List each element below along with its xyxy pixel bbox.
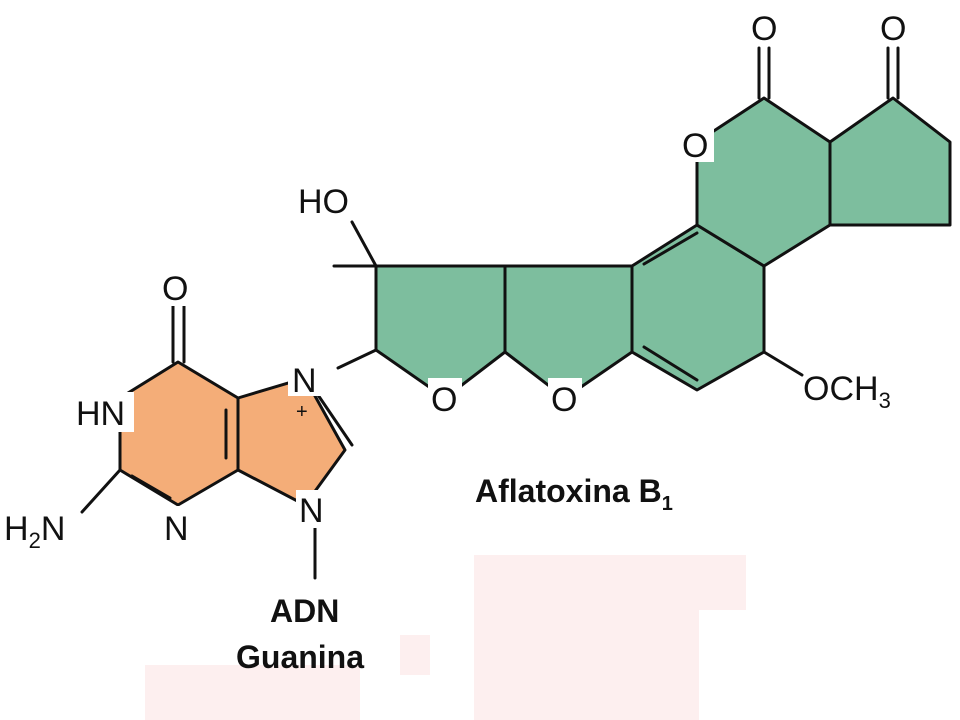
- o-furan-1-bg: [428, 378, 462, 416]
- guanine-six-ring: [118, 360, 240, 507]
- adduct-bond: [336, 348, 378, 370]
- aflatoxin-molecule: [332, 46, 952, 400]
- guanine-double-bond-c2n3: [130, 474, 172, 500]
- ho-bg: [296, 180, 358, 220]
- aflatoxin-caption: Aflatoxina B1: [475, 473, 673, 515]
- aflatoxin-ring-b: [503, 264, 634, 400]
- guanine-caption-guanina: Guanina: [236, 639, 364, 675]
- methoxy-bond: [762, 350, 804, 377]
- guanine-amino-bond: [80, 468, 122, 514]
- h2n-bg: [0, 505, 80, 547]
- hn-bg: [74, 392, 134, 432]
- aflatoxin-ring-a: [374, 264, 507, 400]
- background-patch-3: [145, 665, 360, 720]
- aflatoxin-cyclopentane-ring: [828, 96, 952, 227]
- background-patch-2: [474, 608, 699, 720]
- aromatic-double-2: [642, 345, 699, 382]
- guanine-double-bond-c8n7: [316, 393, 354, 447]
- background-patch-4: [400, 635, 430, 675]
- o-furan-2-bg: [548, 378, 582, 416]
- aflatoxin-o-ketone: O: [880, 10, 906, 48]
- n7-bg: [288, 360, 324, 396]
- guanine-n3-label: N: [164, 510, 189, 548]
- aflatoxin-o-furan-1: O: [431, 381, 457, 419]
- background-patch-1: [474, 555, 746, 610]
- guanine-n9-label: N: [299, 492, 324, 530]
- guanine-caption-adn: ADN: [270, 593, 339, 629]
- o-carbonyl-bg: [160, 266, 198, 306]
- aflatoxin-ho-label: HO: [298, 183, 349, 221]
- guanine-n7-charge: +: [296, 401, 308, 423]
- guanine-n7-label: N: [292, 362, 317, 400]
- guanine-hn-label: HN: [76, 395, 125, 433]
- hydroxyl-bond: [350, 220, 378, 268]
- n9-bg: [296, 490, 332, 528]
- guanine-molecule: [80, 304, 354, 580]
- n3-bg: [162, 506, 194, 544]
- aflatoxin-och3-label: OCH3: [803, 370, 891, 413]
- guanine-h2n-label: H2N: [4, 510, 65, 553]
- aflatoxin-o-lactone-carbonyl: O: [751, 10, 777, 48]
- o-lactone-ring-bg: [680, 124, 714, 162]
- aflatoxin-o-lactone-ring: O: [682, 127, 708, 165]
- guanine-o-label: O: [162, 270, 188, 308]
- aflatoxin-o-furan-2: O: [551, 381, 577, 419]
- aromatic-double-1: [642, 231, 699, 266]
